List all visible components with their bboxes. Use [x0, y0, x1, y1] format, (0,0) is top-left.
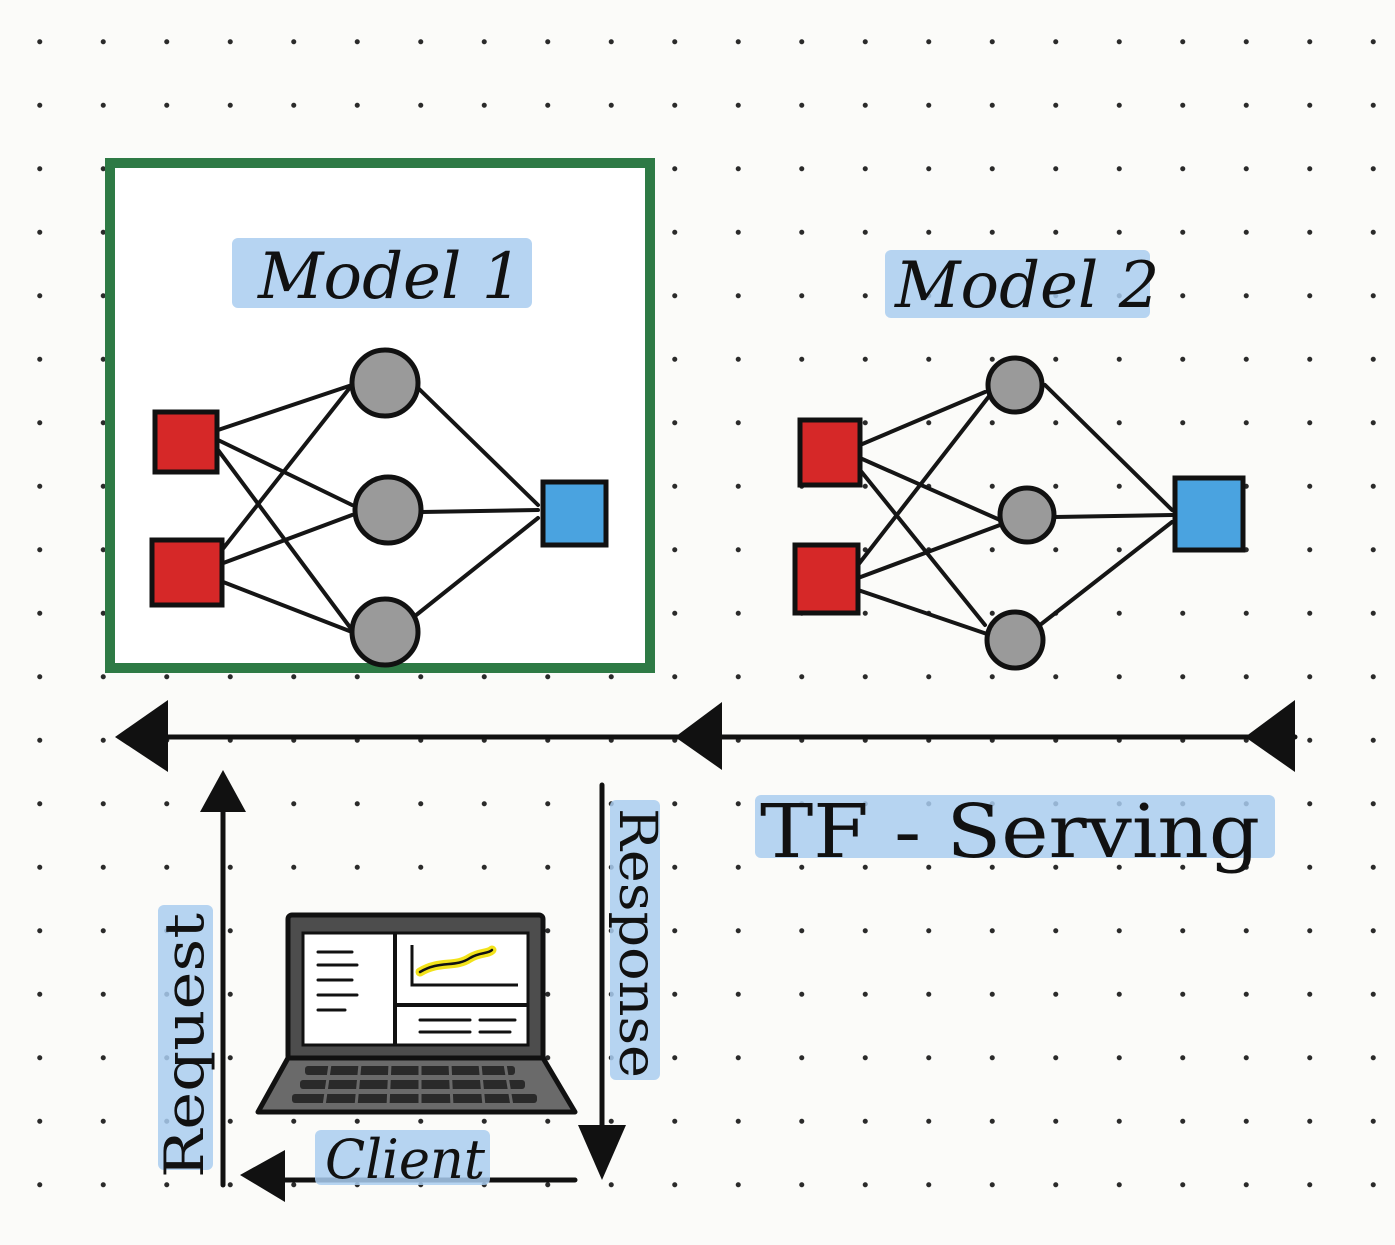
model-1-input-node-1	[152, 409, 220, 475]
laptop-chart-icon	[410, 945, 518, 987]
request-label: Request	[153, 913, 216, 1178]
model-2-label: Model 2	[894, 249, 1159, 323]
client-label-highlight	[315, 1130, 490, 1185]
response-label-highlight	[610, 800, 660, 1080]
model-1-label-highlight	[232, 238, 532, 308]
response-arrow-down-icon	[578, 1125, 626, 1180]
model-1-input-node-2	[149, 537, 225, 608]
request-arrow	[200, 770, 246, 1188]
client-label: Client	[325, 1128, 485, 1191]
model-1-hidden-node-3	[349, 596, 421, 668]
model-1-edges	[216, 383, 540, 634]
model-2-edges	[856, 383, 1174, 637]
bus-arrow-left-icon	[115, 700, 168, 772]
model-2-input-node-2	[792, 542, 861, 616]
model-2-input-node-1	[797, 417, 863, 488]
tf-serving-bus	[115, 700, 1298, 772]
model-2-hidden-node-1	[985, 355, 1045, 415]
model-1-group[interactable]: Model 1	[105, 158, 655, 673]
model-2-hidden-node-2	[997, 485, 1057, 545]
model-1-output-node	[540, 479, 609, 548]
laptop-text-lines-icon	[316, 950, 517, 1034]
model-2-hidden-node-3	[984, 609, 1046, 671]
response-arrow	[578, 782, 626, 1180]
tf-serving-label: TF - Serving	[760, 789, 1260, 875]
model-2-label-highlight	[885, 250, 1150, 318]
request-label-highlight	[158, 905, 213, 1170]
client-arrow-left-icon	[240, 1150, 285, 1202]
laptop-keys-icon	[292, 1066, 537, 1103]
laptop-icon	[255, 912, 578, 1115]
model-2-group[interactable]: Model 2	[792, 249, 1246, 671]
response-label: Response	[607, 808, 667, 1078]
laptop-key-separators	[322, 1063, 514, 1107]
model-1-hidden-node-2	[352, 474, 424, 546]
bus-arrow-right-icon	[1245, 700, 1295, 772]
bus-arrow-middle-icon	[675, 702, 722, 770]
model-1-hidden-node-1	[349, 347, 421, 419]
tf-serving-label-highlight	[755, 795, 1275, 858]
model-2-output-node	[1172, 475, 1246, 553]
model-1-label: Model 1	[257, 240, 522, 314]
request-arrow-up-icon	[200, 770, 246, 812]
